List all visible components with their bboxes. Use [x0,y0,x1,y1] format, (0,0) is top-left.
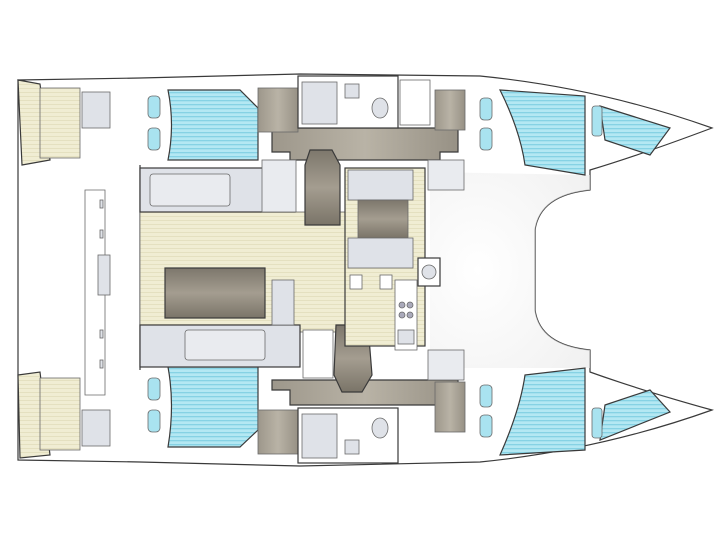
pillow [479,414,493,438]
aft-deck-top [39,87,81,159]
forward-cabinet-bottom [427,349,465,381]
hatch-circle [421,264,437,280]
passage-top [257,87,299,133]
galley-seat-lower [347,237,414,269]
galley-drawer [349,274,363,290]
nav-station-top [399,79,431,126]
cockpit-hatch [97,254,111,296]
galley-table [357,199,409,239]
cockpit-bench [84,189,106,396]
shower-top [301,81,338,125]
steps-top [304,149,341,226]
shower-bottom [301,413,338,459]
stove-burner [406,311,414,319]
bow-pillow-top [591,105,603,137]
sofa-side [271,279,295,326]
aft-cabin-bed-top [167,89,259,161]
stove-burner [398,311,406,319]
toilet-top [371,97,389,119]
helm-seat-bottom [81,409,111,447]
cockpit-cleat-1 [99,199,104,209]
stove-burner [406,301,414,309]
pillow [147,377,161,401]
aft-deck-bottom [39,377,81,451]
cockpit-cleat-2 [99,229,104,239]
forward-cabin-bed-top [498,89,586,176]
forward-passage-top [434,89,466,131]
side-cabinet-top [261,159,297,213]
pillow [147,409,161,433]
sink-bottom [344,439,360,455]
forward-cabin-bed-bottom [499,367,586,456]
bow-bunk-top [599,105,671,156]
pillow [479,384,493,408]
toilet-bottom [371,417,389,439]
cockpit-cleat-3 [99,329,104,339]
galley-drawer [379,274,393,290]
sink-top [344,83,360,99]
bow-pillow-bottom [591,407,603,439]
galley-cabinet-bottom [302,329,334,379]
pillow [147,127,161,151]
stove-burner [398,301,406,309]
galley-sink [397,329,415,345]
pillow [147,95,161,119]
forward-passage-bottom [434,381,466,433]
cockpit-cleat-4 [99,359,104,369]
aft-cabin-bed-bottom [167,366,259,448]
passage-bottom [257,409,299,455]
helm-seat-top [81,91,111,129]
pillow [479,97,493,121]
galley-seat [347,169,414,201]
forward-cabinet-top [427,159,465,191]
sofa-bottom-cushion [184,329,266,361]
saloon-table [164,267,266,319]
pillow [479,127,493,151]
sofa-top-cushion [149,173,231,207]
corridor-top [271,127,459,161]
tunnel-shadow [430,172,590,368]
